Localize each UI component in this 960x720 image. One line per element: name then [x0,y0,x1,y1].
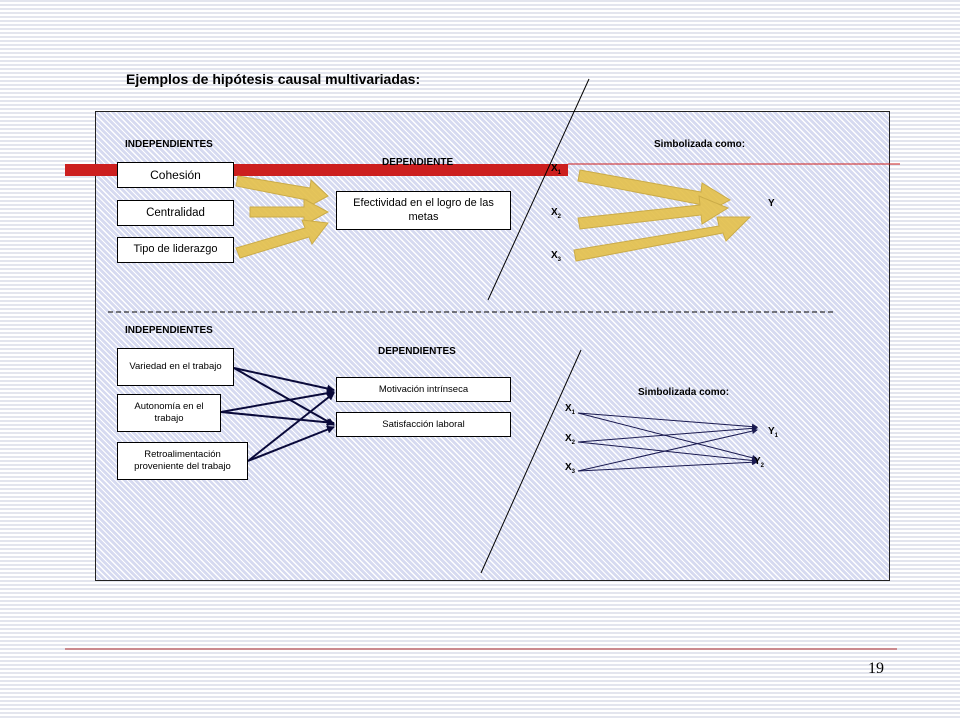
page-number: 19 [868,660,884,677]
box-motivacion: Motivación intrínseca [336,377,511,402]
bottom-symbol-x2: X2 [565,433,576,446]
arrow-x2-y [577,195,730,230]
link-variedad-satisfaccion [233,367,335,426]
link-x3-y1 [577,428,758,472]
bottom-symbol-y1: Y1 [768,426,779,439]
link-retro-motivacion [247,392,335,462]
bottom-simbolizada-label: Simbolizada como: [638,387,730,398]
arrow-cohesion [235,175,329,209]
diagram-panel [95,111,890,581]
arrow-centralidad [249,198,330,226]
top-symbol-x2: X2 [551,207,562,220]
box-variedad: Variedad en el trabajo [117,348,234,386]
link-autonomia-motivacion [220,389,335,413]
link-autonomia-satisfaccion [220,411,335,427]
link-x3-y2 [577,459,758,472]
top-symbol-x3: X3 [551,250,562,263]
bottom-symbol-y2: Y2 [754,456,765,469]
link-x2-y2 [577,441,758,464]
bottom-symbol-x3: X3 [565,462,576,475]
top-dependiente-label: DEPENDIENTE [382,157,454,168]
link-x2-y1 [577,425,758,443]
top-symbol-y: Y [768,198,775,209]
arrow-liderazgo [235,219,329,259]
top-symbol-x1: X1 [551,163,562,176]
box-centralidad: Centralidad [117,200,234,226]
diagonal-divider-bottom [480,349,582,574]
box-tipo-liderazgo: Tipo de liderazgo [117,237,234,263]
box-autonomia: Autonomía en el trabajo [117,394,221,432]
bottom-independientes-label: INDEPENDIENTES [125,325,213,336]
top-simbolizada-label: Simbolizada como: [654,139,746,150]
link-retro-satisfaccion [247,425,335,462]
slide-title: Ejemplos de hipótesis causal multivariad… [126,71,421,87]
link-x1-y2 [577,412,758,461]
arrow-x3-y [573,216,752,262]
box-satisfaccion: Satisfacción laboral [336,412,511,437]
top-independientes-label: INDEPENDIENTES [125,139,213,150]
link-x1-y1 [577,412,758,430]
bottom-dependientes-label: DEPENDIENTES [378,346,456,357]
link-variedad-motivacion [233,367,335,393]
diagonal-divider-top [487,78,590,301]
bottom-symbol-x1: X1 [565,403,576,416]
box-retroalimentacion: Retroalimentación proveniente del trabaj… [117,442,248,480]
box-efectividad: Efectividad en el logro de las metas [336,191,511,230]
box-cohesion: Cohesión [117,162,234,188]
